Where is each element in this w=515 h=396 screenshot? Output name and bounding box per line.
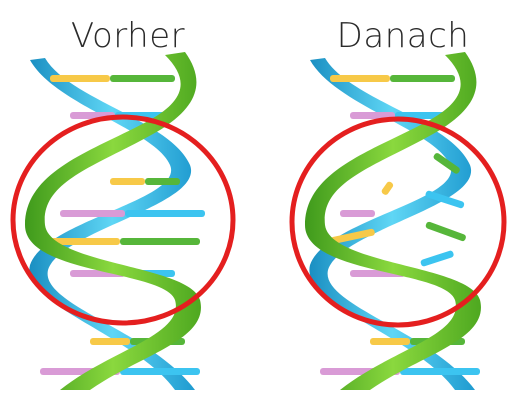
base-pair bbox=[370, 338, 410, 345]
broken-fragment bbox=[330, 228, 375, 244]
base-pair bbox=[110, 75, 175, 82]
base-pair bbox=[50, 75, 110, 82]
base-pair bbox=[90, 338, 130, 345]
dna-before bbox=[10, 52, 236, 390]
highlight-circle bbox=[10, 114, 236, 326]
broken-fragment bbox=[425, 221, 466, 242]
base-pair bbox=[390, 75, 455, 82]
base-pair bbox=[330, 75, 390, 82]
broken-fragment bbox=[433, 153, 460, 174]
blue-strand bbox=[309, 58, 475, 390]
base-pair bbox=[145, 178, 180, 185]
broken-fragment bbox=[425, 190, 465, 209]
base-pair bbox=[400, 368, 480, 375]
after-label: Danach bbox=[336, 16, 470, 56]
base-pair bbox=[350, 112, 395, 119]
base-pair bbox=[120, 368, 200, 375]
base-pair bbox=[110, 178, 145, 185]
base-pair bbox=[125, 210, 205, 217]
blue-strand bbox=[29, 58, 195, 390]
base-pair bbox=[45, 238, 120, 245]
dna-after bbox=[289, 52, 507, 390]
broken-fragment bbox=[420, 250, 454, 267]
broken-fragment bbox=[381, 181, 394, 195]
broken-fragment bbox=[340, 210, 375, 217]
highlight-circle bbox=[289, 116, 507, 328]
base-pair bbox=[60, 210, 125, 217]
before-label: Vorher bbox=[70, 16, 186, 56]
green-strand bbox=[305, 52, 481, 390]
base-pair bbox=[120, 238, 200, 245]
green-strand bbox=[25, 52, 201, 390]
